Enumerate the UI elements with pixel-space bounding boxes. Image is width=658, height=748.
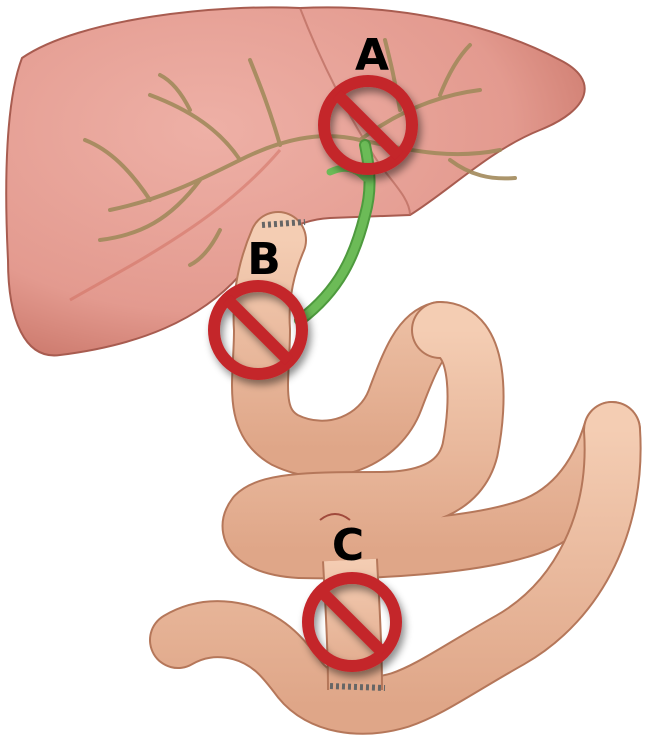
marker-c: C	[302, 520, 402, 672]
prohibition-sign-icon	[318, 75, 418, 175]
prohibition-markers: A B C	[208, 30, 418, 672]
marker-label-c: C	[332, 520, 364, 571]
marker-label-a: A	[355, 30, 389, 81]
marker-b: B	[208, 234, 308, 380]
prohibition-sign-icon	[208, 280, 308, 380]
marker-a: A	[318, 30, 418, 175]
marker-label-b: B	[247, 234, 281, 285]
prohibition-sign-icon	[302, 572, 402, 672]
intestine	[149, 211, 642, 735]
